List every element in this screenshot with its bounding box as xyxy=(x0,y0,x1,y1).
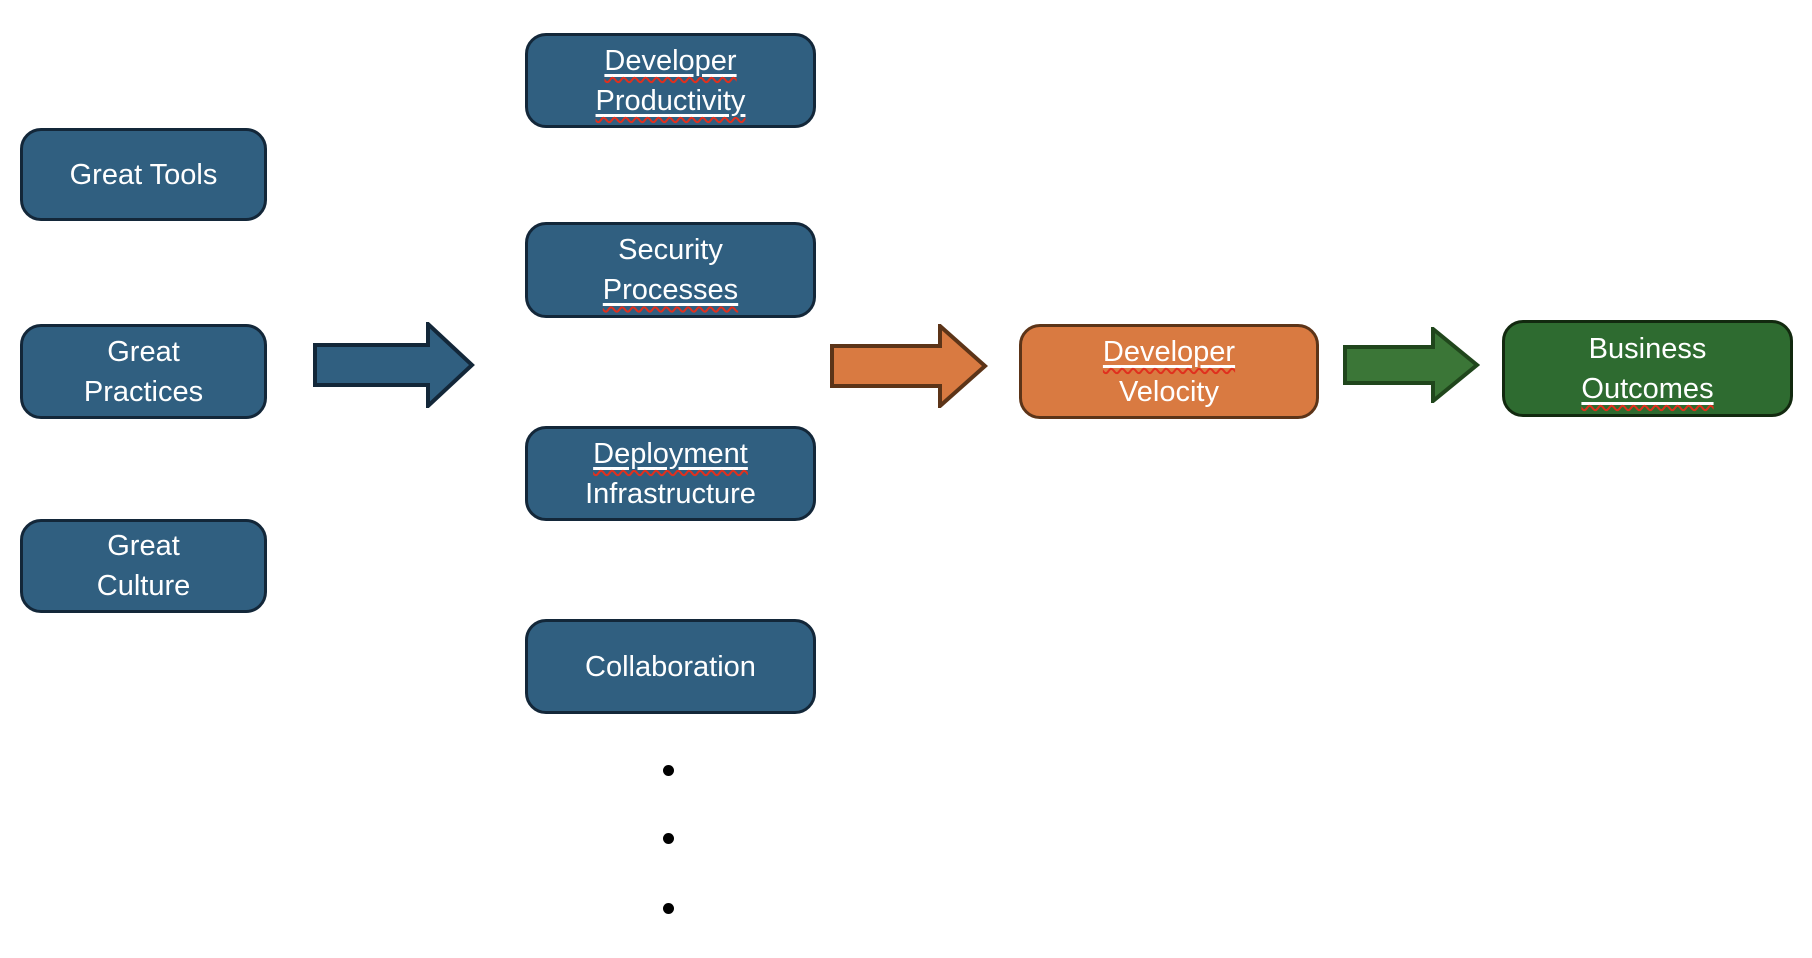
underlined-word: Processes xyxy=(603,274,738,306)
arrow-shape xyxy=(830,324,988,408)
box-label-line: Developer xyxy=(1103,332,1235,372)
box-label-line: Productivity xyxy=(596,81,746,121)
label-text: Security xyxy=(618,234,723,266)
box-label-line: Processes xyxy=(603,270,738,310)
security-processes-box: Security Processes xyxy=(525,222,816,318)
great-practices-box: Great Practices xyxy=(20,324,267,419)
label-text: Infrastructure xyxy=(585,477,756,510)
box-label-line: Developer xyxy=(604,41,736,81)
underlined-word: Deployment xyxy=(593,438,748,470)
box-label-line: Outcomes xyxy=(1581,369,1713,409)
label-text: Great xyxy=(107,335,180,368)
right-arrow-icon-orange xyxy=(830,324,988,408)
vertical-ellipsis-dot xyxy=(663,765,674,776)
business-outcomes-box: Business Outcomes xyxy=(1502,320,1793,417)
box-label-line: Great xyxy=(107,332,180,372)
box-label-line: Business xyxy=(1589,329,1707,369)
label-text: Culture xyxy=(96,570,191,602)
vertical-ellipsis-dot xyxy=(663,903,674,914)
misspelled-word: Processes xyxy=(602,274,739,306)
underlined-word: Productivity xyxy=(596,85,746,117)
underlined-word: Developer xyxy=(1103,336,1235,368)
box-label-line: Practices xyxy=(84,372,203,412)
box-label-line: Deployment xyxy=(593,434,748,474)
box-label: Great Tools xyxy=(70,155,218,195)
great-tools-box: Great Tools xyxy=(20,128,267,221)
arrow-shape xyxy=(313,322,475,408)
label-text: Great xyxy=(107,530,180,562)
box-label-line: Infrastructure xyxy=(585,474,756,514)
deployment-infrastructure-box: Deployment Infrastructure xyxy=(525,426,816,521)
box-label-line: Velocity xyxy=(1119,372,1219,412)
box-label-line: Great xyxy=(107,526,180,566)
label-text: Velocity xyxy=(1119,375,1219,408)
underlined-word: Developer xyxy=(604,45,736,77)
right-arrow-icon-blue xyxy=(313,322,475,408)
label-text: Great Tools xyxy=(69,158,218,191)
box-label-line: Culture xyxy=(97,566,191,606)
box-label: Collaboration xyxy=(585,647,756,687)
misspelled-word: Developer xyxy=(604,44,737,77)
misspelled-word: Productivity xyxy=(595,84,746,117)
developer-productivity-box: Developer Productivity xyxy=(525,33,816,128)
collaboration-box: Collaboration xyxy=(525,619,816,714)
underlined-word: Outcomes xyxy=(1581,373,1713,405)
misspelled-word: Outcomes xyxy=(1581,372,1714,405)
developer-velocity-box: Developer Velocity xyxy=(1019,324,1319,419)
label-text: Business xyxy=(1588,332,1707,365)
misspelled-word: Deployment xyxy=(593,437,748,470)
box-label-line: Security xyxy=(618,230,723,270)
vertical-ellipsis-dot xyxy=(663,833,674,844)
great-culture-box: Great Culture xyxy=(20,519,267,613)
arrow-shape xyxy=(1343,327,1480,403)
right-arrow-icon-green xyxy=(1343,327,1480,403)
misspelled-word: Developer xyxy=(1102,335,1236,368)
label-text: Practices xyxy=(83,375,204,408)
label-text: Collaboration xyxy=(585,650,756,683)
